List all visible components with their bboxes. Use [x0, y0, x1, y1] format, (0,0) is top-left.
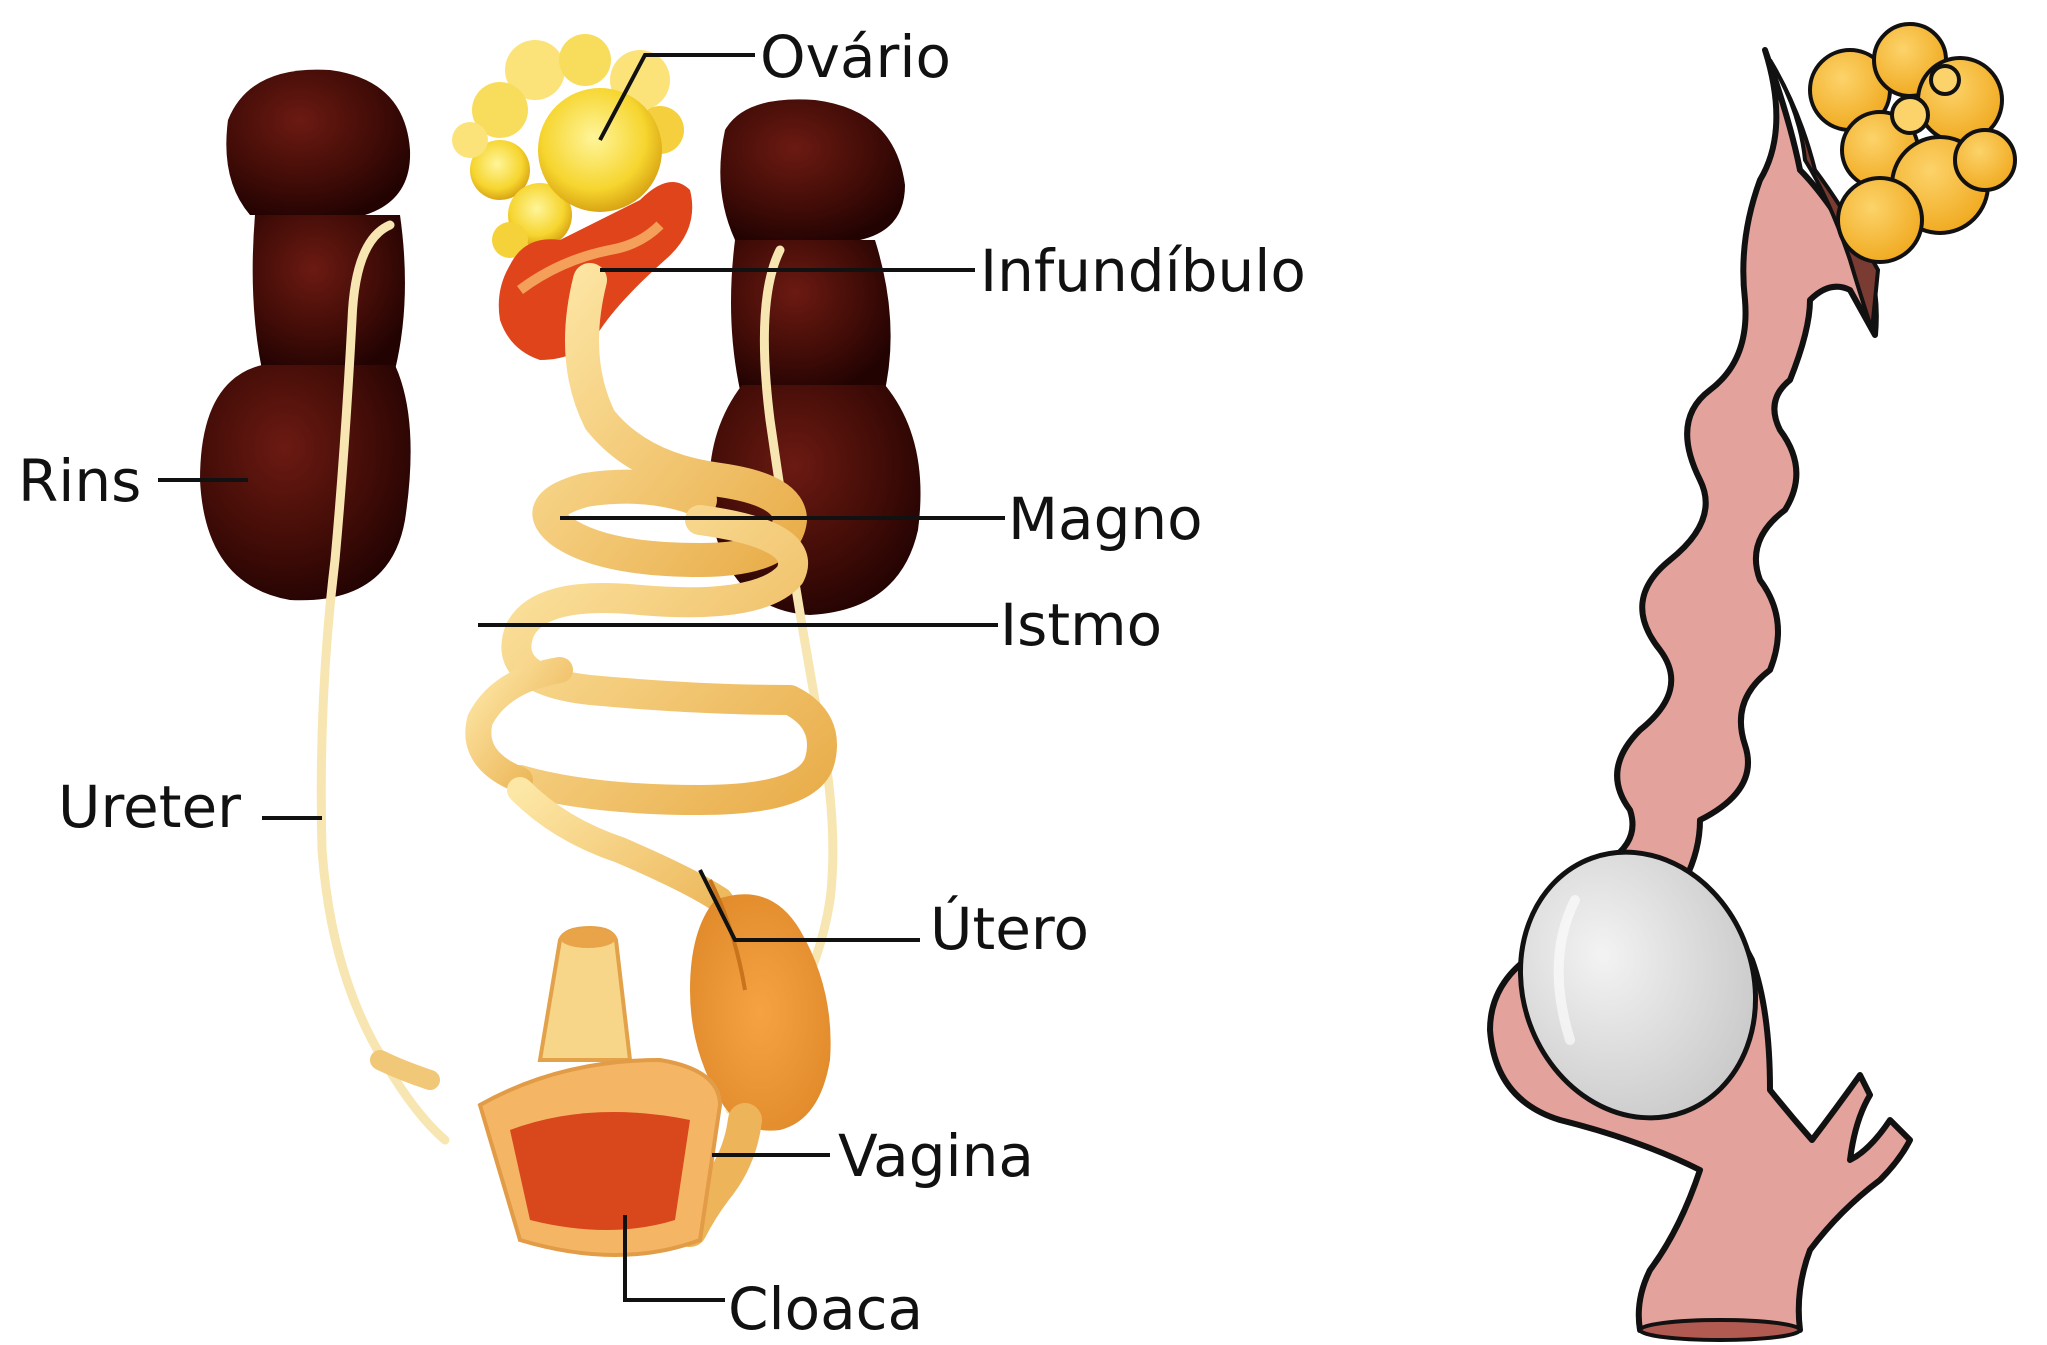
- label-infundibulo: Infundíbulo: [980, 242, 1306, 300]
- label-magno: Magno: [1008, 490, 1203, 548]
- label-ureter: Ureter: [58, 778, 241, 836]
- diagram-ovary: [1810, 24, 2015, 262]
- cloaca: [380, 928, 720, 1255]
- label-cloaca: Cloaca: [728, 1280, 923, 1338]
- label-rins: Rins: [18, 452, 141, 510]
- left-kidney: [200, 70, 411, 601]
- label-vagina: Vagina: [838, 1127, 1034, 1185]
- oviduct-diagram: [1484, 24, 2015, 1340]
- label-ovario: Ovário: [760, 28, 951, 86]
- label-istmo: Istmo: [1000, 596, 1162, 654]
- label-utero: Útero: [930, 900, 1089, 958]
